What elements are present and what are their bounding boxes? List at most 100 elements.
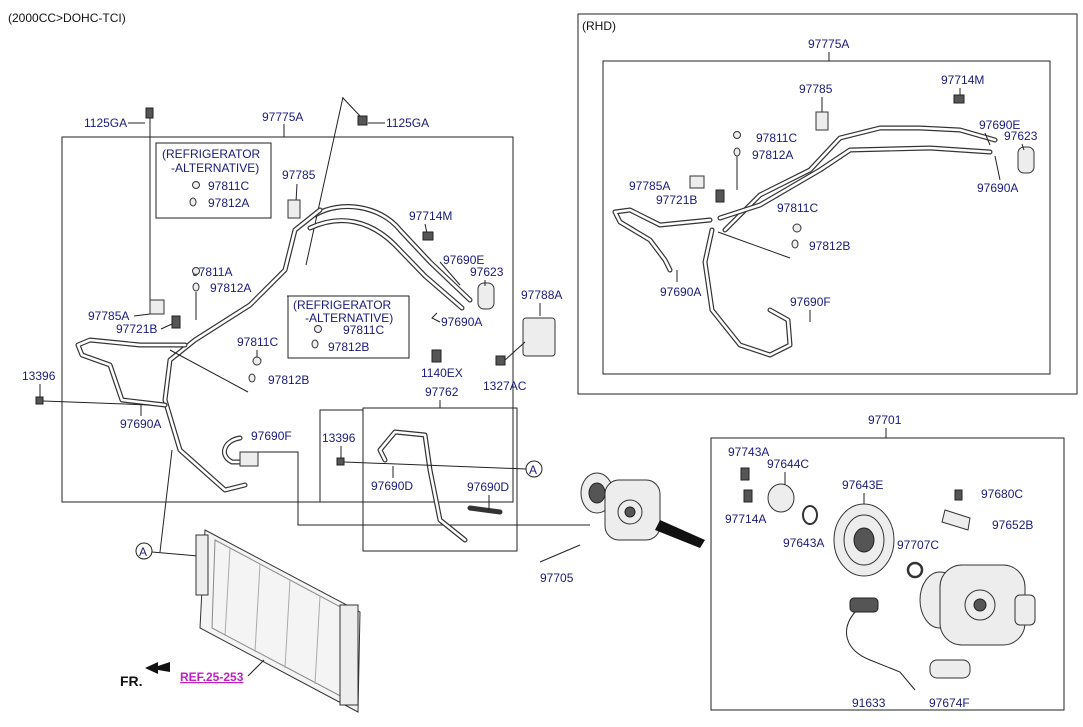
label-97674f: 97674F: [929, 696, 970, 710]
label-97775a-rhd: 97775A: [808, 37, 849, 51]
label-97721b-rhd: 97721B: [656, 193, 697, 207]
label-97785a-rhd: 97785A: [629, 179, 670, 193]
clamp-icon: [287, 199, 301, 219]
label-97643a: 97643A: [783, 536, 824, 550]
rhd-discharge-hose-inner: [703, 228, 792, 357]
label-97707c: 97707C: [897, 538, 939, 552]
hose-97762-stub: [467, 505, 503, 515]
label-97812a-lhd: 97812A: [210, 281, 251, 295]
label-97690e-lhd: 97690E: [443, 253, 484, 267]
engine-spec-label: (2000CC>DOHC-TCI): [8, 11, 126, 25]
refrigerator-alternative-box-1: [155, 142, 272, 219]
callout-a-right: [525, 460, 543, 478]
ref-link[interactable]: REF.25-253: [180, 670, 244, 684]
label-1125ga-left: 1125GA: [84, 116, 127, 130]
bracket-icon: [941, 509, 971, 531]
callout-a-left-text: A: [139, 545, 147, 559]
front-arrow-icon: [145, 662, 170, 674]
callout-a-left: [135, 542, 153, 560]
sensor-icon: [715, 189, 725, 203]
label-97680c: 97680C: [981, 487, 1023, 501]
o-ring-icon: [792, 223, 802, 233]
lhd-outline-step: [319, 409, 363, 502]
label-97785-rhd: 97785: [799, 82, 833, 96]
bolt-icon: [145, 107, 154, 119]
label-97690a-rhd-left: 97690A: [660, 285, 701, 299]
rhd-discharge-hose: [702, 227, 793, 358]
rhd-condenser-line-inner: [613, 208, 712, 272]
rhd-label: (RHD): [582, 19, 616, 33]
refrigerator-alternative-box-2: [287, 295, 410, 359]
leader-line: [133, 313, 151, 317]
pulley-icon: [833, 503, 895, 577]
wiring-icon: [846, 611, 916, 691]
label-97714m-lhd: 97714M: [409, 209, 452, 223]
hose-97762-box: [362, 407, 518, 552]
hose-97762-inner: [378, 430, 467, 542]
label-97743a: 97743A: [728, 445, 769, 459]
o-ring-icon: [314, 325, 322, 333]
label-97690a-lhd-top: 97690A: [441, 315, 482, 329]
leader-line: [439, 261, 461, 286]
bolt-icon: [35, 396, 44, 405]
receiver-drier-icon: [477, 282, 495, 310]
label-97811c-lhd: 97811C: [237, 335, 278, 349]
o-ring-icon: [733, 131, 741, 139]
discharge-hose-inner: [163, 208, 322, 492]
label-13396-mid: 13396: [322, 431, 356, 445]
leader-line: [1021, 143, 1025, 151]
liquid-hose: [307, 218, 465, 311]
label-97690e-rhd: 97690E: [979, 118, 1020, 132]
label-97714a: 97714A: [725, 512, 766, 526]
leader-line: [431, 312, 441, 323]
label-1140ex: 1140EX: [421, 366, 463, 380]
bracket-icon: [689, 175, 705, 189]
hub-icon: [767, 483, 795, 513]
leader-line: [717, 231, 791, 259]
label-97690d-left: 97690D: [371, 479, 413, 493]
label-91633: 91633: [852, 696, 886, 710]
leader-line: [295, 183, 298, 203]
rhd-liquid-hose-inner: [718, 146, 992, 220]
rhd-suction-hose-inner: [723, 126, 997, 232]
label-97762: 97762: [425, 385, 459, 399]
bolt-97705-icon: [539, 544, 581, 563]
compressor-body-icon: [919, 564, 1036, 646]
leader-line: [169, 349, 249, 393]
leader-line: [305, 96, 344, 266]
bolt-icon: [743, 489, 753, 503]
label-97721b-lhd: 97721B: [116, 322, 157, 336]
label-97623-lhd: 97623: [470, 265, 504, 279]
label-1327ac: 1327AC: [483, 379, 527, 393]
leader-line: [160, 323, 173, 330]
label-97812b-rhd: 97812B: [809, 239, 850, 253]
valve-core-icon: [192, 282, 200, 292]
valve-core-icon: [791, 239, 799, 249]
label-97690f-lhd: 97690F: [251, 429, 292, 443]
leader-line: [159, 449, 173, 553]
label-97811c-box2: 97811C: [343, 323, 384, 337]
bolt-icon: [336, 457, 345, 466]
alt-note-2-line1: (REFRIGERATOR: [293, 298, 392, 312]
valve-core-icon: [311, 339, 319, 349]
label-97714m-rhd: 97714M: [941, 73, 984, 87]
rhd-section-box: [577, 13, 1078, 395]
label-97812b-lhd: 97812B: [268, 373, 309, 387]
leader-line: [247, 659, 265, 677]
alt-note-1-line2: -ALTERNATIVE): [171, 161, 259, 175]
rhd-hose-group-box: [602, 60, 1051, 375]
nut-icon: [495, 355, 506, 366]
label-97785a-lhd: 97785A: [88, 309, 129, 323]
label-97788a: 97788A: [521, 288, 562, 302]
leader-line: [994, 155, 1001, 181]
lhd-hose-group-box: [61, 136, 514, 503]
label-97775a-lhd: 97775A: [262, 110, 303, 124]
label-1125ga-right: 1125GA: [386, 116, 429, 130]
o-ring-icon: [192, 181, 200, 189]
loop-hose-inner: [223, 436, 252, 464]
connector-icon: [849, 597, 879, 613]
label-97644c: 97644C: [767, 457, 809, 471]
liquid-hose-inner: [308, 219, 464, 310]
discharge-hose: [162, 207, 323, 493]
